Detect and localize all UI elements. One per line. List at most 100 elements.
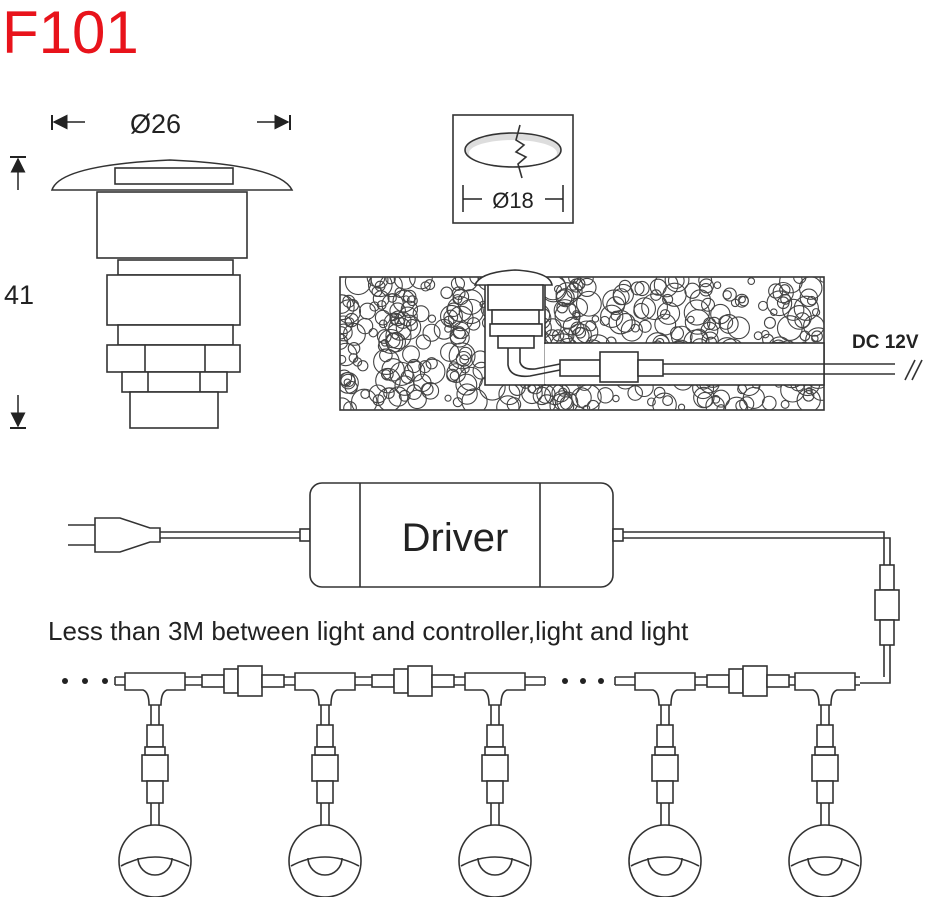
concrete-bubble: [701, 297, 716, 312]
concrete-bubble: [406, 295, 418, 307]
concrete-bubble: [418, 360, 432, 374]
concrete-bubble: [424, 279, 436, 291]
concrete-bubble: [405, 318, 419, 331]
concrete-bubble: [586, 399, 600, 410]
concrete-bubble: [385, 277, 396, 285]
light-head: [288, 824, 362, 897]
concrete-bubble: [656, 301, 681, 325]
drop-connector: [811, 754, 839, 782]
concrete-bubble: [618, 279, 632, 293]
drop-connector: [146, 724, 164, 748]
driver-box: Driver: [309, 482, 614, 588]
inline-connector: [223, 668, 239, 694]
driver-output-connector: [874, 564, 900, 646]
concrete-bubble: [782, 298, 805, 321]
inline-connector: [261, 674, 285, 688]
continuation-dot: [562, 678, 568, 684]
concrete-bubble: [340, 299, 362, 324]
concrete-bubble: [379, 277, 403, 298]
concrete-bubble: [805, 387, 813, 395]
drop-connector: [314, 746, 336, 756]
concrete-bubble: [693, 386, 715, 409]
width-dimension: Ø26: [51, 109, 291, 139]
concrete-bubble: [343, 378, 352, 387]
drop-connector: [141, 754, 169, 782]
spacing-note: Less than 3M between light and controlle…: [48, 616, 689, 646]
concrete-bubble: [443, 315, 455, 327]
drop-connector: [144, 746, 166, 756]
concrete-bubble: [779, 277, 803, 294]
light-hood: [290, 856, 360, 867]
diameter-label: Ø26: [130, 109, 181, 139]
concrete-bubble: [602, 289, 627, 314]
concrete-bubble: [556, 301, 568, 314]
concrete-bubble: [669, 326, 685, 341]
light-hood: [630, 856, 700, 867]
drop-connector: [816, 780, 834, 804]
inline-connector: [371, 674, 395, 688]
drop-connector: [484, 746, 506, 756]
continuation-dot: [580, 678, 586, 684]
concrete-bubble: [630, 281, 645, 296]
concrete-bubble: [461, 388, 488, 410]
concrete-bubble: [664, 277, 690, 293]
concrete-bubble: [367, 277, 393, 298]
concrete-bubble: [718, 314, 739, 334]
concrete-bubble: [698, 277, 713, 288]
drop-connector: [814, 746, 836, 756]
concrete-bubble: [662, 282, 687, 307]
concrete-bubble: [724, 396, 749, 410]
concrete-bubble: [343, 401, 357, 410]
inline-connector: [742, 665, 768, 697]
concrete-bubble: [378, 328, 404, 354]
concrete-bubble: [385, 322, 412, 350]
concrete-bubble: [376, 329, 392, 344]
continuation-dot: [82, 678, 88, 684]
concrete-bubble: [342, 322, 366, 346]
concrete-bubble: [373, 348, 400, 376]
concrete-bubble: [747, 277, 756, 285]
drop-connector: [656, 724, 674, 748]
drop-connector: [656, 780, 674, 804]
concrete-bubble: [776, 315, 803, 341]
concrete-bubble: [340, 294, 355, 321]
concrete-bubble: [400, 300, 419, 318]
concrete-bubble: [819, 277, 824, 283]
concrete-bubble: [340, 354, 347, 364]
concrete-bubble: [378, 319, 388, 329]
concrete-bubble: [458, 346, 473, 361]
concrete-bubble: [582, 404, 591, 410]
concrete-bubble: [653, 277, 679, 298]
concrete-bubble: [427, 314, 437, 323]
concrete-bubble: [369, 301, 380, 312]
concrete-bubble: [579, 277, 594, 286]
drop-connector: [481, 754, 509, 782]
light-hood: [460, 856, 530, 867]
t-junction: [124, 672, 186, 706]
concrete-bubble: [380, 338, 389, 347]
light-hood: [120, 856, 190, 867]
drop-connector: [486, 724, 504, 748]
concrete-bubble: [392, 289, 416, 313]
t-junction: [634, 672, 696, 706]
concrete-bubble: [440, 342, 460, 362]
concrete-bubble: [722, 287, 737, 302]
concrete-bubble: [394, 375, 415, 396]
inline-connector: [407, 665, 433, 697]
concrete-bubble: [444, 394, 452, 402]
concrete-bubble: [705, 396, 725, 410]
concrete-bubble: [659, 309, 671, 320]
inline-connector: [728, 668, 744, 694]
t-junction: [464, 672, 526, 706]
concrete-bubble: [761, 329, 770, 339]
drop-connector: [146, 780, 164, 804]
concrete-bubble: [562, 316, 582, 336]
light-lens: [647, 857, 683, 876]
t-junction: [294, 672, 356, 706]
drop-connector: [654, 746, 676, 756]
drop-connector: [316, 780, 334, 804]
product-title: F101: [2, 0, 139, 66]
concrete-bubble: [713, 281, 722, 290]
concrete-bubble: [683, 299, 710, 326]
driver-label: Driver: [402, 516, 509, 560]
